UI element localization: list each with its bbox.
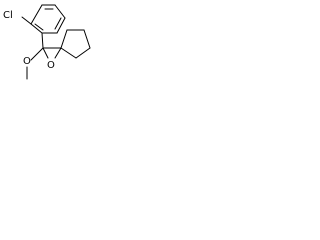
- ring-bond: [60, 47, 77, 59]
- ring-bond: [30, 23, 43, 34]
- chlorine-label: Cl: [3, 10, 13, 21]
- ring-bond: [56, 17, 66, 34]
- benzene-ring: [30, 4, 66, 34]
- methoxy-bond: [30, 47, 44, 61]
- methoxy-oxygen-label: O: [23, 56, 31, 67]
- ring-double-bond: [54, 17, 62, 30]
- ring-bond: [83, 29, 91, 49]
- ring-bond: [54, 4, 66, 19]
- ring-bond: [75, 47, 91, 59]
- canvas-background: [0, 0, 100, 87]
- epoxide-oxygen-label: O: [47, 60, 55, 71]
- epoxide-bond: [54, 47, 62, 59]
- epoxide-bond: [42, 47, 49, 59]
- structure-diagram: Cl O O: [0, 0, 100, 87]
- aryl-bond: [41, 32, 44, 49]
- ring-bond: [30, 4, 43, 25]
- cyclopentane-ring: [60, 29, 91, 59]
- ring-bond: [60, 29, 68, 49]
- chlorine-bond: [21, 16, 32, 25]
- ring-double-bond: [34, 23, 44, 31]
